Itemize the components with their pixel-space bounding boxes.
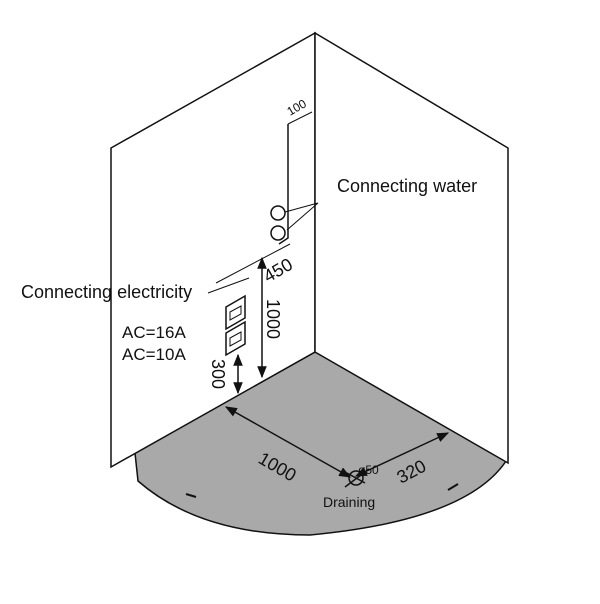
dim-line-320 bbox=[354, 432, 450, 477]
water-pipe-top-ext bbox=[287, 111, 313, 125]
tray-foot-right bbox=[447, 483, 459, 491]
dim-label-1000-wall: 1000 bbox=[263, 299, 283, 339]
water-connection-hot bbox=[270, 205, 286, 221]
water-connection-cold bbox=[270, 225, 286, 241]
dim-line-1000-floor bbox=[224, 406, 352, 478]
label-connecting-water: Connecting water bbox=[337, 176, 477, 196]
right-wall bbox=[314, 31, 509, 465]
label-ac-10a: AC=10A bbox=[122, 345, 186, 364]
tray-foot-left bbox=[185, 493, 197, 498]
label-draining: Draining bbox=[323, 494, 375, 510]
socket-upper bbox=[225, 294, 246, 331]
drain-icon bbox=[344, 468, 370, 488]
dim-label-300: 300 bbox=[208, 359, 228, 389]
water-leader-line bbox=[284, 202, 319, 231]
water-pipe bbox=[278, 124, 289, 245]
label-connecting-electricity: Connecting electricity bbox=[21, 282, 192, 302]
label-drain-diameter: ø50 bbox=[358, 463, 379, 477]
label-ac-16a: AC=16A bbox=[122, 323, 186, 342]
electricity-leader-line bbox=[207, 277, 250, 294]
socket-lower bbox=[225, 320, 246, 357]
water-ref-line bbox=[215, 243, 291, 284]
